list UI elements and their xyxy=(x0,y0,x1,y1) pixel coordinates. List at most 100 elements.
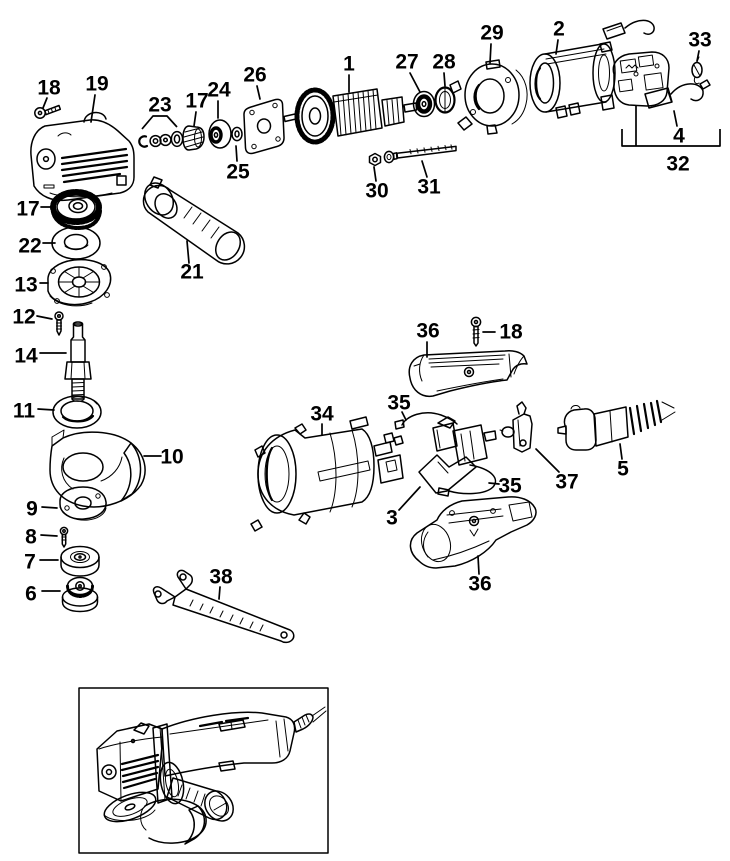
callout-11-ring: 11 xyxy=(13,400,36,423)
callout-27-bearing: 27 xyxy=(395,51,418,74)
callout-6-clamp-nut: 6 xyxy=(25,583,37,606)
part-ring-25 xyxy=(231,126,243,142)
callout-36-cover-top: 36 xyxy=(416,320,439,343)
part-bearing-24 xyxy=(208,119,232,149)
callout-35-lead-bottom: 35 xyxy=(498,475,522,498)
part-gear-17 xyxy=(50,189,102,230)
leader-31-thru-bolt xyxy=(421,160,428,178)
part-bolt-31 xyxy=(383,144,457,164)
leader-27-bearing xyxy=(409,72,421,93)
callout-35-lead-top: 35 xyxy=(387,392,411,415)
part-nut-30 xyxy=(368,152,382,167)
callout-5-cord-protector: 5 xyxy=(617,458,629,481)
callout-12-screw: 12 xyxy=(12,306,35,329)
part-motor-housing-34 xyxy=(250,416,404,532)
callout-22-washer: 22 xyxy=(18,235,41,258)
callout-37-cord-clamp: 37 xyxy=(555,471,578,494)
leader-19-gearcase xyxy=(90,94,96,123)
part-cover-bottom-36 xyxy=(409,496,537,569)
callout-10-guard: 10 xyxy=(160,446,183,469)
part-brush-holder-32 xyxy=(602,19,670,107)
leader-11-ring xyxy=(37,408,55,411)
callout-19-gearcase: 19 xyxy=(85,73,108,96)
part-baffle-29 xyxy=(449,59,528,135)
inset-assembled-tool xyxy=(78,687,329,854)
part-brush-4 xyxy=(644,79,711,109)
callout-2-field: 2 xyxy=(553,18,565,41)
part-ring-28 xyxy=(434,86,456,114)
leader-30-nut xyxy=(373,166,377,182)
leader-18-gearcase-screw xyxy=(42,97,48,109)
callout-8-screw: 8 xyxy=(25,526,37,549)
part-field-2 xyxy=(529,41,616,119)
inset-border xyxy=(78,687,329,854)
leader-36-cover-bottom xyxy=(477,555,480,575)
part-lead-35-bottom xyxy=(437,464,497,497)
part-side-handle-21 xyxy=(142,176,246,265)
leader-4-brush xyxy=(673,110,678,127)
callout-14-spindle: 14 xyxy=(14,345,38,368)
leader-35-lead-bottom xyxy=(488,482,500,485)
part-cord-5 xyxy=(557,399,676,451)
part-cover-top-36 xyxy=(408,350,528,398)
callout-3-switch: 3 xyxy=(386,507,398,530)
leader-5-cord-protector xyxy=(619,443,623,460)
callout-4-brush: 4 xyxy=(673,125,685,148)
part-inner-flange-7 xyxy=(60,545,100,577)
part-screw-18-cover xyxy=(470,316,482,347)
callout-13-bearing-plate: 13 xyxy=(14,274,37,297)
part-bearing-plate-13 xyxy=(47,258,112,307)
callout-1-armature: 1 xyxy=(343,53,355,76)
callout-18-cover-screw: 18 xyxy=(499,321,523,344)
leader-29-baffle xyxy=(489,43,492,64)
part-spindle-14 xyxy=(64,321,92,402)
callout-28-ring: 28 xyxy=(432,51,456,74)
part-screw-8 xyxy=(59,526,69,548)
callout-34-motor-housing: 34 xyxy=(310,403,334,426)
callout-33-clip: 33 xyxy=(688,29,711,52)
callout-29-baffle: 29 xyxy=(480,22,503,45)
leader-17-pinion xyxy=(193,111,197,127)
group-bracket-32 xyxy=(621,129,721,147)
part-bearing-27 xyxy=(412,90,436,118)
callout-17-pinion: 17 xyxy=(185,90,208,113)
part-screw-18-top xyxy=(34,104,62,119)
part-ring-11 xyxy=(52,395,102,429)
callout-9-flange: 9 xyxy=(26,498,38,521)
part-gearcase-19 xyxy=(30,111,135,202)
leader-37-cord-clamp xyxy=(535,448,560,473)
callout-18-gearcase-screw: 18 xyxy=(37,77,61,100)
leader-25-retainer-ring xyxy=(235,145,238,162)
callout-23-bearing-kit: 23 xyxy=(148,94,171,117)
leader-21-side-handle xyxy=(186,240,190,264)
callout-25-retainer-ring: 25 xyxy=(226,161,250,184)
leader-35-lead-top xyxy=(401,411,407,421)
part-armature-1 xyxy=(283,87,418,145)
callout-21-side-handle: 21 xyxy=(180,261,204,284)
part-clamp-nut-6 xyxy=(61,576,99,613)
leader-28-ring xyxy=(443,72,446,87)
leader-3-switch xyxy=(398,486,421,511)
callout-32-brush-holder-set: 32 xyxy=(666,153,689,176)
callout-7-inner-flange: 7 xyxy=(24,551,36,574)
callout-17-gear: 17 xyxy=(16,198,39,221)
part-washer-22 xyxy=(51,226,101,260)
part-wrench-38 xyxy=(152,569,295,644)
callout-38-wrench: 38 xyxy=(209,566,233,589)
callout-30-nut: 30 xyxy=(365,180,388,203)
part-guard-10 xyxy=(49,429,146,508)
part-bearing-kit-23 xyxy=(138,130,184,148)
part-screw-12 xyxy=(54,311,64,336)
leader-8-screw xyxy=(40,534,58,537)
leader-9-flange xyxy=(41,506,58,509)
callout-36-cover-bottom: 36 xyxy=(468,573,491,596)
group-bracket-23 xyxy=(141,115,178,130)
leader-38-wrench xyxy=(218,586,221,600)
leader-26-baffle-plate xyxy=(256,85,261,100)
callout-24-bearing: 24 xyxy=(207,79,231,102)
callout-31-thru-bolt: 31 xyxy=(417,176,441,199)
leader-2-field xyxy=(555,39,559,55)
